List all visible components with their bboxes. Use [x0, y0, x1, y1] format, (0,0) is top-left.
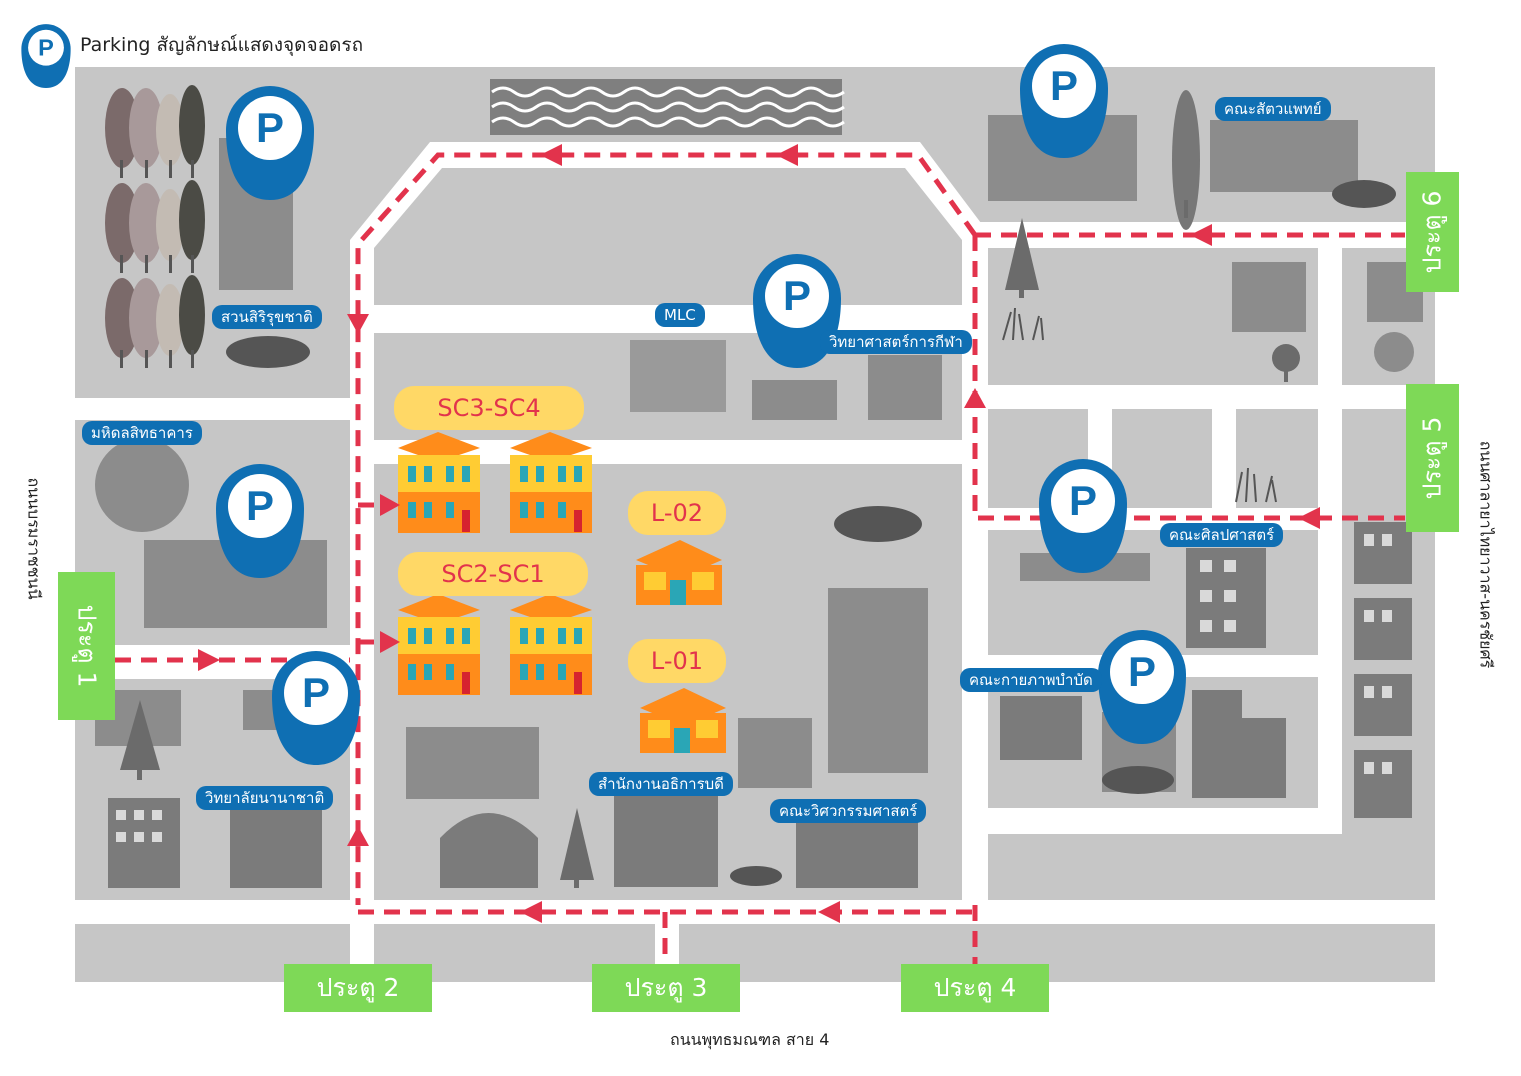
route-arrows: [198, 144, 1320, 923]
building-footprints: [95, 115, 1423, 799]
gate-3[interactable]: ประตู 3: [592, 964, 740, 1012]
gate-6-label: ประตู 6: [1417, 190, 1447, 274]
label-intl-college: วิทยาลัยนานาชาติ: [196, 786, 334, 810]
label-physio: คณะกายภาพบำบัด: [960, 668, 1102, 692]
parking-pin-icon: [216, 464, 304, 578]
sc-buildings-icon: [398, 432, 592, 695]
parking-pin-icon: [272, 651, 360, 765]
gate-1[interactable]: ประตู 1: [58, 572, 115, 720]
gate-1-label: ประตู 1: [72, 604, 102, 688]
road-right: ถนนศาลายาไทยาวาส-นครชัยศรี: [1476, 440, 1496, 669]
gate-2-label: ประตู 2: [316, 973, 400, 1002]
gate-4-label: ประตู 4: [933, 973, 1017, 1002]
gate-3-label: ประตู 3: [624, 973, 708, 1002]
road-left: ถนนบรมราชชนนี: [24, 477, 44, 600]
water-waves: [491, 86, 845, 128]
building-sc34-label: SC3-SC4: [394, 386, 584, 430]
road-bottom: ถนนพุทธมณฑล สาย 4: [670, 1030, 830, 1049]
label-sport-sci: วิทยาศาสตร์การกีฬา: [820, 330, 972, 354]
decor-trees-icon: [120, 90, 1300, 888]
garden-trees-icon: [105, 85, 205, 368]
legend-text: Parking สัญลักษณ์แสดงจุดจอดรถ: [80, 34, 364, 56]
building-l02-label: L-02: [628, 491, 726, 535]
label-liberal-arts: คณะศิลปศาสตร์: [1160, 523, 1284, 547]
parking-pin-icon: [1039, 459, 1127, 573]
label-president-office: สำนักงานอธิการบดี: [589, 772, 733, 796]
building-windows: [116, 534, 1392, 842]
gate-4[interactable]: ประตู 4: [901, 964, 1049, 1012]
gate-2[interactable]: ประตู 2: [284, 964, 432, 1012]
legend-parking-icon: [21, 24, 71, 88]
building-sc21-label: SC2-SC1: [398, 552, 588, 596]
label-mlc: MLC: [655, 303, 705, 327]
lecture-buildings-icon: [636, 540, 726, 753]
building-l01-label: L-01: [628, 639, 726, 683]
parking-pin-icon: [1020, 44, 1108, 158]
gate-5-label: ประตู 5: [1417, 416, 1447, 500]
parking-pin-icon: [1098, 630, 1186, 744]
label-mahidol-hall: มหิดลสิทธาคาร: [82, 421, 202, 445]
building-icons: [108, 340, 1412, 888]
label-suan: สวนสิริรุขชาติ: [212, 305, 322, 329]
label-vet: คณะสัตวแพทย์: [1215, 97, 1331, 121]
bush-icons: [226, 180, 1396, 886]
grass-icons: [1002, 307, 1277, 503]
label-engineering: คณะวิศวกรรมศาสตร์: [770, 799, 927, 823]
gate-5[interactable]: ประตู 5: [1406, 384, 1459, 532]
parking-pin-icon: [226, 86, 314, 200]
gate-6[interactable]: ประตู 6: [1406, 172, 1459, 292]
